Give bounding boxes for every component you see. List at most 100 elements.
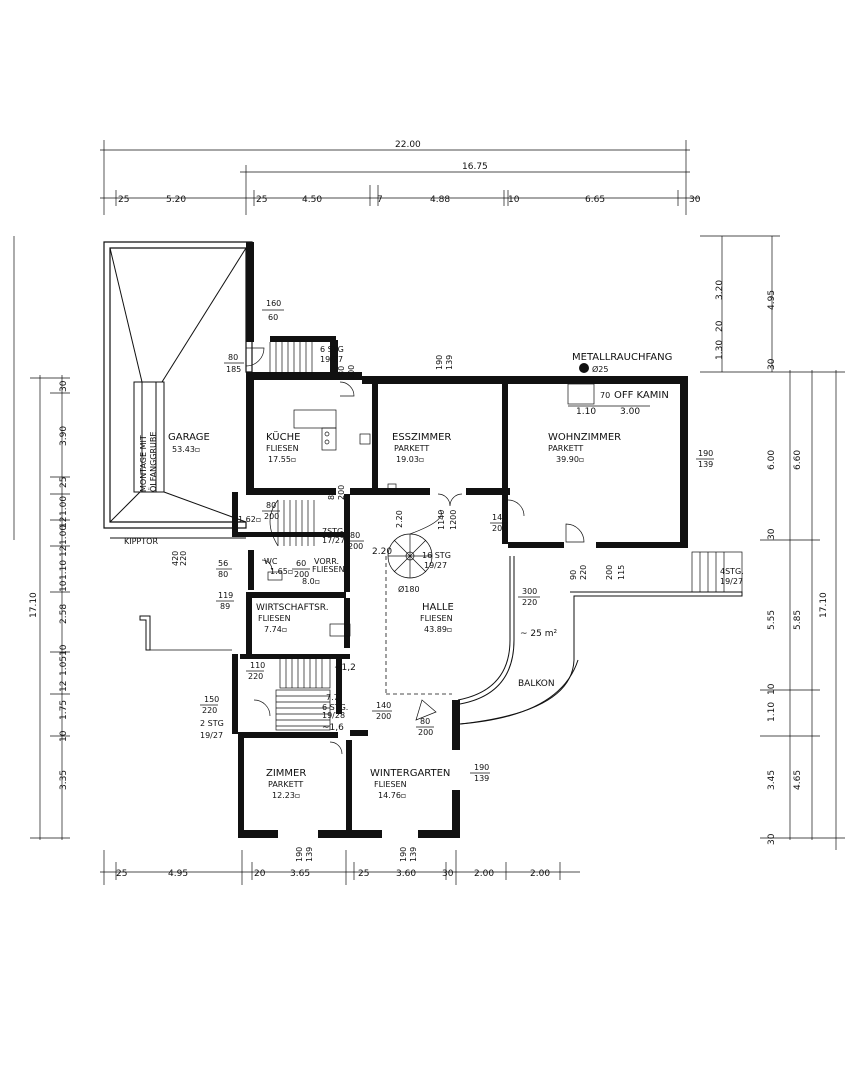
dim-bottom-seg: 2.00 <box>530 869 550 879</box>
dim-right-seg: 20 <box>715 320 725 332</box>
dim-top-total: 22.00 <box>395 140 421 150</box>
doors <box>245 347 585 755</box>
dim-top-seg: 25 <box>256 195 267 205</box>
stairs <box>269 342 743 731</box>
dim-opening: 90 <box>569 570 578 580</box>
dim-left-seg: 25 <box>59 477 69 488</box>
dim-bottom-seg: 25 <box>116 869 127 879</box>
dim-top-sub: 16.75 <box>462 162 488 172</box>
dim-opening: 139 <box>474 774 489 783</box>
dim-opening: 200 <box>294 570 309 579</box>
kamin-w2: 3.00 <box>620 407 640 417</box>
dim-left-seg: 1.00 <box>59 525 69 545</box>
dim-opening: 190 <box>399 847 408 862</box>
dim-opening: 220 <box>248 672 263 681</box>
room-winter-name: WINTERGARTEN <box>370 768 450 779</box>
room-zimmer-floor: PARKETT <box>268 780 303 789</box>
dim-opening: 139 <box>445 355 454 370</box>
dim-opening: 1140 <box>437 510 446 530</box>
stair-mid-ratio: 19/28 <box>322 711 345 720</box>
balkon-label: BALKON <box>518 679 555 689</box>
dim-opening: 160 <box>266 299 281 308</box>
dim-opening: 200 <box>492 524 507 533</box>
room-wirtschaft-area: 7.74▫ <box>264 625 287 634</box>
dim-opening: 200 <box>337 485 346 500</box>
halle-balkon <box>385 556 743 725</box>
room-garage-name: GARAGE <box>168 432 210 443</box>
dim-bottom-seg: 25 <box>358 869 369 879</box>
dim-opening: 220 <box>579 565 588 580</box>
room-garage-area: 53.43▫ <box>172 445 200 454</box>
stair-right-count: 4STG. <box>720 567 744 576</box>
room-zimmer-name: ZIMMER <box>266 768 306 779</box>
dim-bottom-seg: 3.65 <box>290 869 310 879</box>
dim-opening: 80 <box>420 717 430 726</box>
dim-top-seg: 30 <box>689 195 701 205</box>
dim-left-seg: 10 <box>59 580 69 592</box>
room-wc-area: 1.65▫ <box>270 567 293 576</box>
dim-left-seg: 12 <box>59 546 69 557</box>
dim-top-seg: 10 <box>508 195 520 205</box>
dim-opening: 190 <box>295 847 304 862</box>
dim-left-seg: 1.10 <box>59 560 69 580</box>
metallrauchfang-dia: Ø25 <box>592 364 608 374</box>
room-wohn-name: WOHNZIMMER <box>548 432 621 443</box>
stair-kitchen-count: 7STG. <box>322 527 346 536</box>
dim-opening: 140 <box>492 513 507 522</box>
dim-right-seg: 1.10 <box>767 702 777 722</box>
garage-oelfang-label: ÖLFANGGRUBE <box>148 432 158 492</box>
room-vorr-name: VORR. <box>314 557 339 566</box>
dim-opening: 80 <box>337 366 346 376</box>
fixtures <box>139 363 595 651</box>
dim-opening: 200 <box>264 512 279 521</box>
dim-opening: 300 <box>522 587 537 596</box>
dim-top-seg: 25 <box>118 195 129 205</box>
dim-top-seg: 6.65 <box>585 195 605 205</box>
stair-top-count: 6 STG <box>320 345 344 354</box>
dim-top-seg: 4.50 <box>302 195 322 205</box>
dim-opening: 200 <box>605 565 614 580</box>
room-labels: GARAGE 53.43▫ KÜCHE FLIESEN 17.55▫ ESSZI… <box>168 430 621 800</box>
dim-opening: 139 <box>698 460 713 469</box>
kamin-label: OFF KAMIN <box>614 390 669 401</box>
dim-top-seg: 7 <box>377 195 383 205</box>
dim-left-seg: 3.90 <box>59 426 69 446</box>
dim-bottom-seg: 4.95 <box>168 869 188 879</box>
dim-left-seg: 30 <box>59 380 69 392</box>
dim-right-seg: 5.55 <box>767 610 777 630</box>
dim-opening: 119 <box>218 591 233 600</box>
room-wirtschaft-name: WIRTSCHAFTSR. <box>256 603 329 613</box>
dim-opening: 220 <box>202 706 217 715</box>
room-wc-name: WC <box>264 557 278 566</box>
dim-right-seg: 6.60 <box>793 450 803 470</box>
balkon-area: ~ 25 m² <box>520 629 557 639</box>
room-halle-floor: FLIESEN <box>420 614 453 623</box>
dim-right-seg: 5.85 <box>793 610 803 630</box>
room-kueche-floor: FLIESEN <box>266 444 299 453</box>
dim-right-seg: 30 <box>767 358 777 370</box>
metallrauchfang-label: METALLRAUCHFANG <box>572 352 672 363</box>
room-wohn-floor: PARKETT <box>548 444 583 453</box>
dim-opening: 80 <box>350 531 360 540</box>
dim-right-seg: 4.95 <box>767 290 777 310</box>
room-ess-name: ESSZIMMER <box>392 432 451 443</box>
dim-opening: 200 <box>418 728 433 737</box>
dim-opening: 80 <box>218 570 228 579</box>
room-wirtschaft-floor: FLIESEN <box>258 614 291 623</box>
kamin-w1: 1.10 <box>576 407 596 417</box>
dim-opening: 80 <box>228 353 238 362</box>
dim-right-seg: 3.45 <box>767 770 777 790</box>
dim-opening: 190 <box>474 763 489 772</box>
dim-left-seg: 10 <box>59 730 69 742</box>
dim-opening: 150 <box>204 695 219 704</box>
dim-opening: 220 <box>522 598 537 607</box>
spiral-dia: Ø180 <box>398 584 420 594</box>
dim-opening: 139 <box>305 847 314 862</box>
dim-top-seg: 4.88 <box>430 195 450 205</box>
level-up: ~1,2 <box>334 663 356 673</box>
stair-spiral-count: 16 STG <box>422 551 451 560</box>
stair-kitchen-ratio: 17/27 <box>322 536 345 545</box>
room-vorr-area: 8.0▫ <box>302 577 320 586</box>
dim-right-seg: 4.65 <box>793 770 803 790</box>
